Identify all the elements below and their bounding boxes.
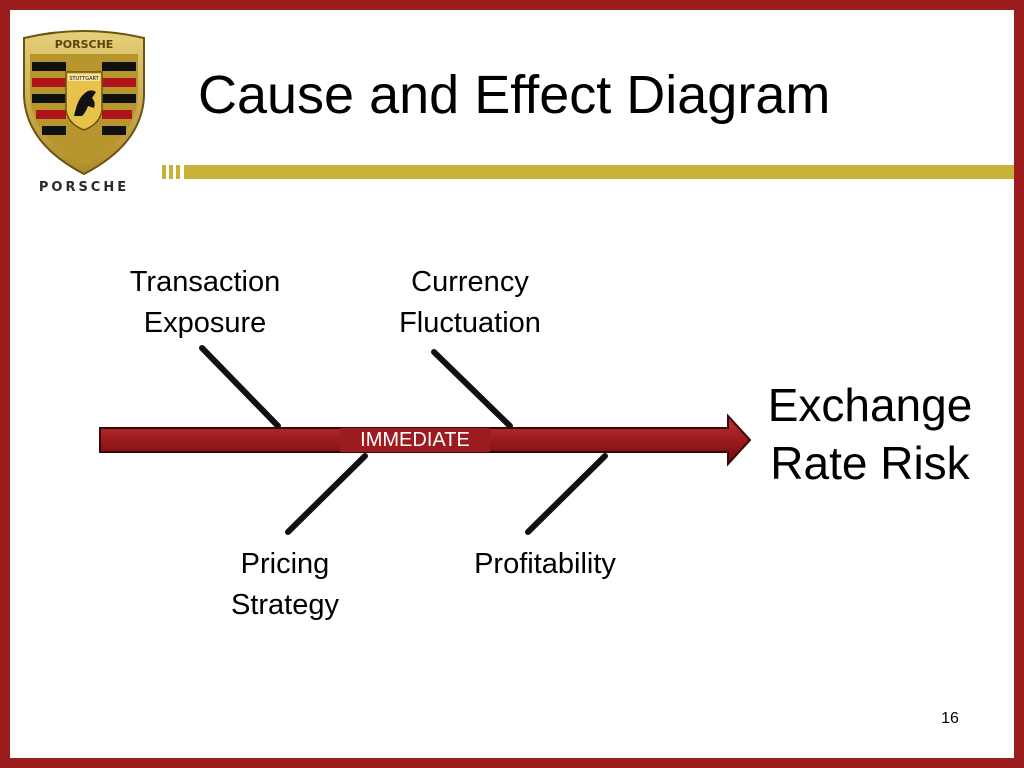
cause-transaction-exposure: Transaction Exposure [129,266,281,339]
cause-pricing-strategy: Pricing Strategy [231,548,339,621]
cause-profitability: Profitability [474,548,616,580]
spine-label: IMMEDIATE [340,428,490,452]
gold-title-rule [162,165,1014,179]
cause-currency-fluctuation: Currency Fluctuation [399,266,541,339]
slide-title: Cause and Effect Diagram [198,65,831,125]
bone-profitability [525,453,608,535]
svg-text:STUTTGART: STUTTGART [69,76,99,82]
porsche-wordmark: PORSCHE [38,180,130,195]
page-number: 16 [941,710,959,727]
bone-pricing-strategy [285,453,368,535]
effect-exchange-rate-risk: Exchange Rate Risk [767,379,973,489]
porsche-logo: STUTTGART PORSCHE PORSCHE [16,26,152,198]
svg-text:PORSCHE: PORSCHE [55,38,114,51]
bone-transaction-exposure [199,345,281,429]
bone-currency-fluctuation [431,349,513,429]
porsche-crest-icon: STUTTGART PORSCHE [23,30,145,176]
